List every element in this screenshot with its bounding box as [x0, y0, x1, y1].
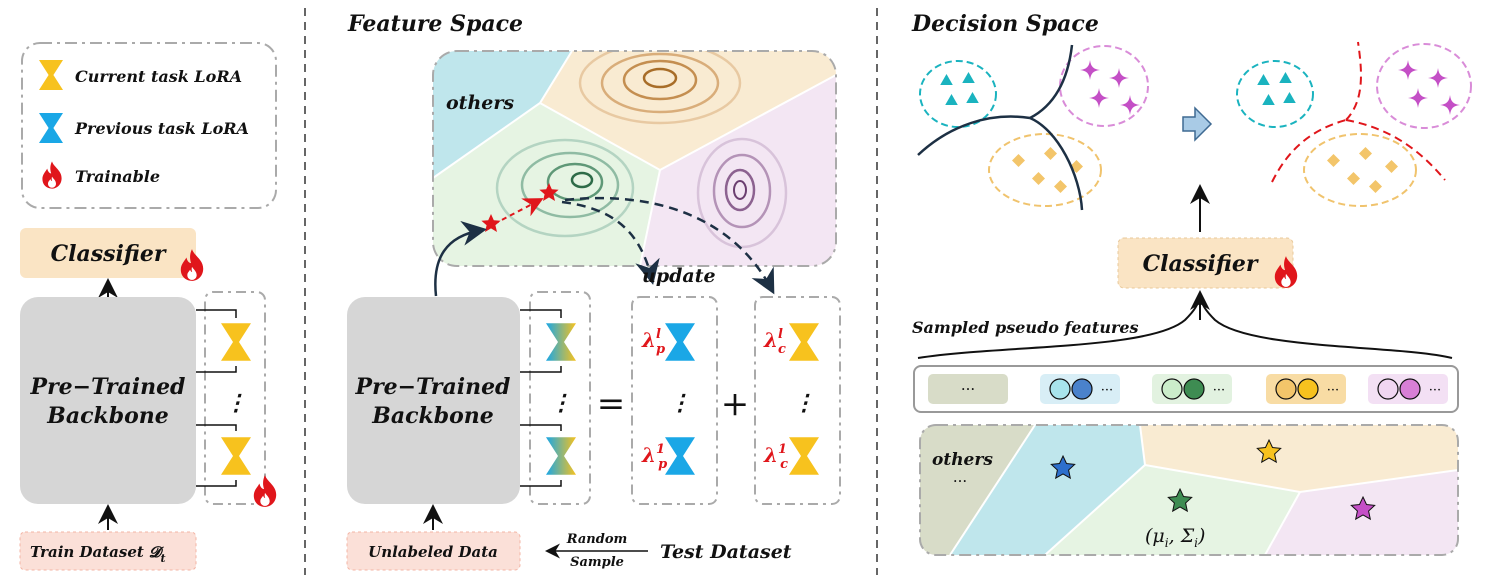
star-blue-icon [1050, 454, 1076, 480]
arrow-update-p [561, 200, 660, 285]
middle-lora-ellipsis: ⋮ [550, 390, 572, 416]
decision-space-title: Decision Space [911, 11, 1099, 37]
current-lora-ellipsis: ⋮ [793, 390, 815, 416]
region-blue [950, 425, 1145, 555]
previous-lora-bottom-icon [665, 437, 695, 475]
middle-backbone-line1: Pre−Trained [355, 374, 511, 400]
class-distribution-map: others ··· (μi, Σi) [919, 424, 1459, 556]
feature-dots-purple: ··· [1429, 383, 1441, 398]
left-classifier-label: Classifier [51, 241, 167, 267]
test-dataset-label: Test Dataset [660, 541, 792, 563]
left-lora-stack: ⋮ [196, 291, 277, 507]
previous-lora-ellipsis: ⋮ [669, 390, 691, 416]
previous-lora-icon [39, 113, 63, 143]
feature-dots-blue: ··· [1101, 383, 1113, 398]
decision-before [917, 44, 1149, 211]
decision-after [1236, 41, 1472, 207]
sampled-features-label: Sampled pseudo features [912, 318, 1139, 337]
left-lora-ellipsis: ⋮ [225, 390, 247, 416]
region-others-olive [920, 425, 1035, 555]
merged-lora-bottom-icon [546, 437, 576, 475]
map-others-dots: ··· [953, 472, 967, 490]
region-others [433, 51, 572, 178]
star-yellow-icon [1256, 438, 1282, 464]
arrow-backbone-to-feature [434, 220, 487, 297]
feature-space-map: others [432, 50, 837, 267]
unlabeled-data-box: Unlabeled Data [346, 531, 521, 571]
unlabeled-data-label: Unlabeled Data [368, 543, 498, 561]
right-classifier-label: Classifier [1143, 251, 1259, 277]
mu-sigma-label: (μi, Σi) [1145, 525, 1205, 550]
plus-sign: + [721, 384, 750, 424]
legend-box: Current task LoRA Previous task LoRA Tra… [21, 42, 277, 209]
feature-dots-olive: ··· [961, 380, 975, 398]
region-peach [1140, 425, 1458, 492]
left-lora-bottom-icon [221, 437, 251, 475]
arrow-update-c [564, 196, 775, 295]
left-train-dataset: Train Dataset 𝓓t [19, 531, 197, 571]
pseudo-features-bar: ··· ··· ··· ··· ··· [913, 365, 1459, 413]
left-classifier: Classifier [20, 228, 204, 281]
legend-current-label: Current task LoRA [75, 67, 242, 86]
update-label: update [642, 265, 716, 287]
middle-lora-stack: ⋮ [520, 291, 591, 505]
right-classifier: Classifier [1117, 237, 1298, 289]
flame-icon [42, 161, 62, 189]
feature-dots-yellow: ··· [1327, 383, 1339, 398]
equals-sign: = [597, 384, 626, 424]
random-label: Random [566, 532, 628, 547]
legend-previous-label: Previous task LoRA [74, 119, 249, 138]
previous-lora-top-icon [665, 323, 695, 361]
flame-icon [253, 475, 277, 507]
map-others-label: others [932, 450, 993, 470]
left-backbone-line2: Backbone [46, 403, 169, 429]
left-backbone-line1: Pre−Trained [30, 374, 186, 400]
star-purple-icon [1350, 495, 1376, 521]
train-dataset-label: Train Dataset 𝓓t [30, 543, 166, 565]
transition-arrow-icon [1182, 106, 1213, 142]
feature-others-label: others [446, 92, 514, 114]
current-lora-icon [39, 60, 63, 90]
left-backbone: Pre−Trained Backbone [20, 297, 196, 504]
left-lora-top-icon [221, 323, 251, 361]
current-lora-top-icon [789, 323, 819, 361]
merged-lora-top-icon [546, 323, 576, 361]
legend-trainable-label: Trainable [75, 167, 160, 186]
sample-label: Sample [570, 555, 624, 570]
feature-dots-green: ··· [1213, 383, 1225, 398]
middle-backbone-line2: Backbone [371, 403, 494, 429]
current-lora-bottom-icon [789, 437, 819, 475]
feature-space-title: Feature Space [347, 11, 523, 37]
middle-backbone: Pre−Trained Backbone [347, 297, 520, 504]
feature-star-end [539, 183, 559, 201]
star-green-icon [1167, 487, 1193, 513]
